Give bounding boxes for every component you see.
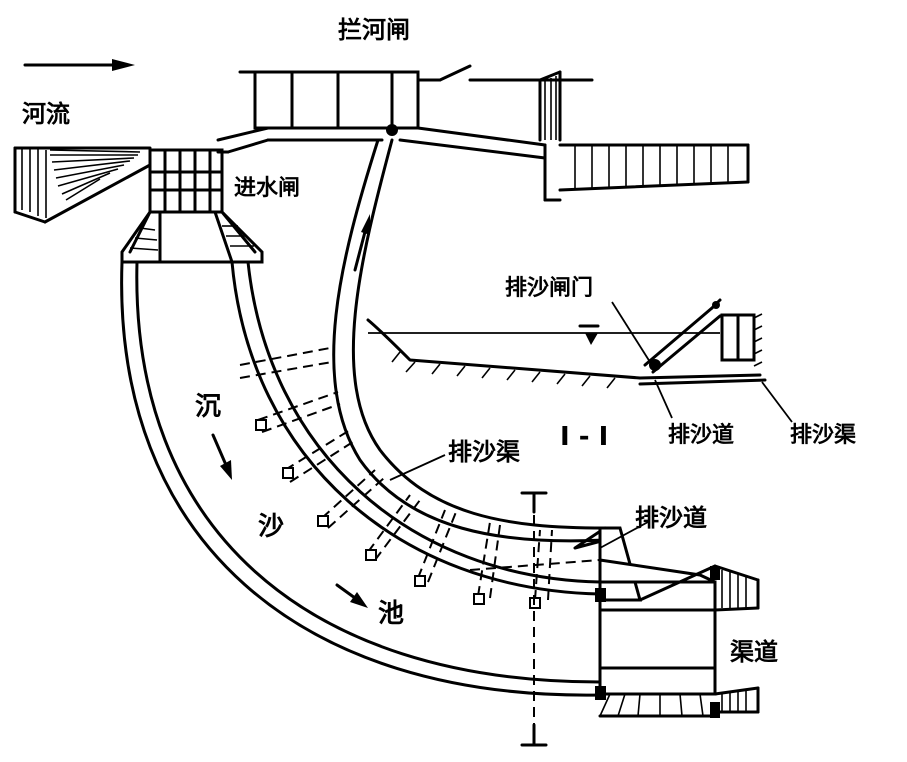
basin-char-chi: 池 — [378, 599, 404, 629]
river-bank-wing-wall — [13, 146, 152, 224]
flush-outlet-label: 排沙道 — [635, 504, 707, 532]
dam-gate-structure — [216, 64, 750, 202]
canal-outlet-structure — [595, 526, 760, 718]
basin-char-sha: 沙 — [258, 512, 284, 542]
flush-canal-section-label: 排沙渠 — [790, 422, 856, 448]
dam-gate-label: 拦河闸 — [338, 16, 410, 44]
canal-label: 渠道 — [730, 638, 778, 666]
flushing-conduits — [239, 347, 601, 609]
basin-char-chen: 沉 — [195, 392, 221, 422]
intake-gate-structure — [120, 148, 264, 264]
flush-canal-label: 排沙渠 — [448, 438, 520, 466]
river-flow-arrow — [23, 59, 135, 71]
section-detail — [366, 298, 793, 423]
intake-gate-label: 进水闸 — [234, 176, 300, 201]
flushing-canal-channel — [332, 138, 607, 550]
river-label: 河流 — [22, 100, 70, 128]
section-label: I - I — [560, 422, 608, 452]
settling-basin — [120, 260, 602, 697]
section-line-i-i — [520, 491, 548, 747]
leader-lines — [389, 454, 649, 549]
flush-outlet-section-label: 排沙道 — [668, 422, 734, 448]
basin-flow-arrows — [211, 433, 368, 608]
flush-gate-label: 排沙闸门 — [505, 275, 593, 301]
